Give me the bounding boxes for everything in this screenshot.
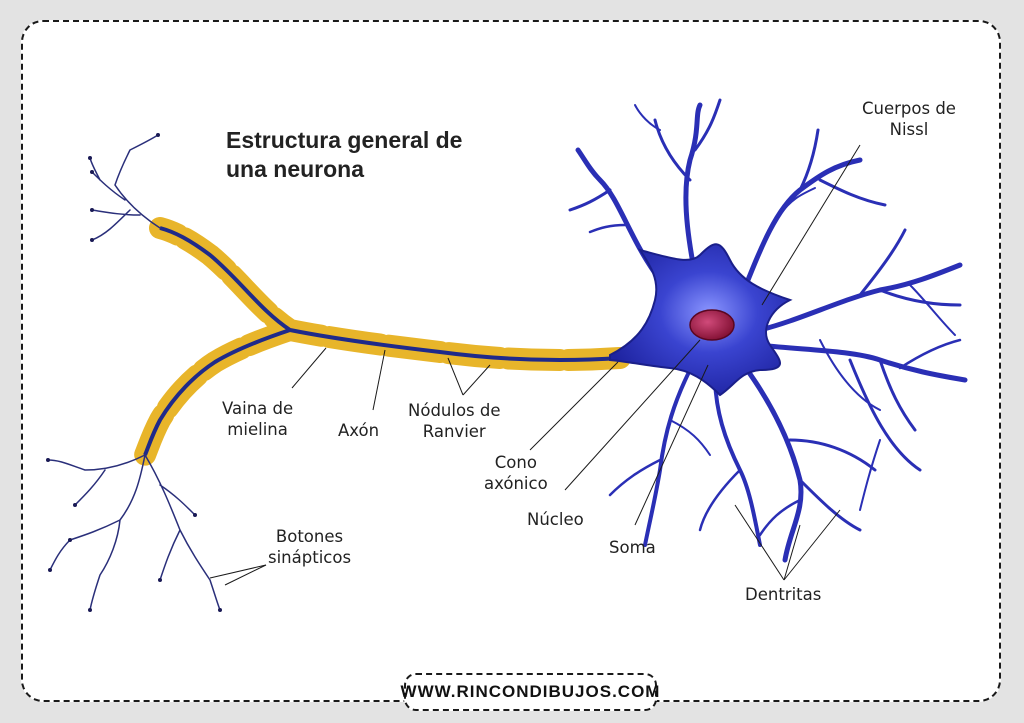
label-cono-axonico: Cono axónico (484, 453, 548, 493)
title-line-1: Estructura general de (226, 127, 463, 153)
label-axon: Axón (338, 421, 380, 440)
label-cuerpos-nissl: Cuerpos de Nissl (862, 99, 956, 139)
diagram-title: Estructura general de una neurona (226, 126, 462, 184)
website-footer: WWW.RINCONDIBUJOS.COM (401, 673, 659, 711)
label-vaina-mielina: Vaina de mielina (222, 399, 294, 439)
leader-lines (209, 144, 861, 586)
label-nodulos-ranvier: Nódulos de Ranvier (408, 401, 501, 441)
axon-terminals (46, 133, 222, 612)
dendrites (568, 98, 968, 563)
title-line-2: una neurona (226, 156, 365, 182)
label-dentritas: Dentritas (745, 585, 822, 604)
label-nucleo: Núcleo (527, 510, 584, 529)
nucleus (689, 309, 735, 341)
label-soma: Soma (609, 538, 656, 557)
label-botones-sinapticos: Botones sinápticos (268, 527, 352, 567)
axon (134, 217, 631, 466)
